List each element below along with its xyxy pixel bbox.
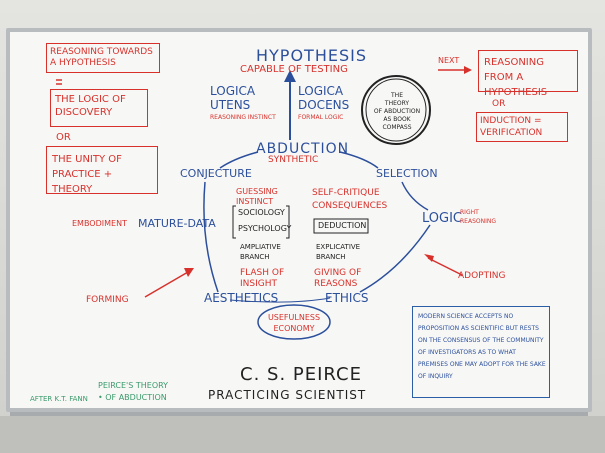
capable-of-testing: CAPABLE OF TESTING xyxy=(240,64,348,75)
synthetic-label: SYNTHETIC xyxy=(268,155,319,165)
circle-note-line3: OF ABDUCTION xyxy=(373,108,421,115)
logic-label: LOGIC xyxy=(422,211,462,226)
logica-utens: LOGICA UTENS xyxy=(210,84,256,112)
circle-note-line2: THEORY xyxy=(384,100,410,107)
next-label: NEXT xyxy=(438,56,460,65)
right-or: OR xyxy=(492,99,506,109)
left-box2-text: THE LOGIC OF DISCOVERY xyxy=(55,94,126,118)
left-box-logic-discovery xyxy=(50,89,148,127)
whiteboard xyxy=(6,28,592,412)
right-box-reasoning-from xyxy=(478,50,578,92)
right-box2-text: INDUCTION = VERIFICATION xyxy=(480,116,543,138)
psychology-label: PSYCHOLOGY xyxy=(238,224,292,233)
right-reasoning: RIGHT REASONING xyxy=(460,209,496,225)
flash-of-insight: FLASH OF INSIGHT xyxy=(240,268,285,289)
left-box-unity xyxy=(46,146,158,194)
hypothesis-title: HYPOTHESIS xyxy=(256,46,367,65)
sociology-label: SOCIOLOGY xyxy=(238,208,285,217)
peirce-name: C. S. PEIRCE xyxy=(240,364,362,385)
blue-box-consensus xyxy=(412,306,550,398)
giving-of-reasons: GIVING OF REASONS xyxy=(314,268,362,289)
self-critique: SELF-CRITIQUE CONSEQUENCES xyxy=(312,188,388,211)
left-box3-text: THE UNITY OF PRACTICE + THEORY xyxy=(52,154,122,195)
right-box1-text: REASONING FROM A HYPOTHESIS xyxy=(484,57,548,98)
after-fann: AFTER K.T. FANN xyxy=(30,395,88,403)
guessing-instinct: GUESSING INSTINCT xyxy=(236,187,278,206)
ethics-label: ETHICS xyxy=(325,291,369,305)
reasoning-instinct: REASONING INSTINCT xyxy=(210,114,276,121)
adopting-label: ADOPTING xyxy=(458,271,506,281)
practicing-scientist: PRACTICING SCIENTIST xyxy=(208,388,367,402)
circle-note-line4: AS BOOK xyxy=(383,116,411,123)
mature-data-label: MATURE-DATA xyxy=(138,217,216,230)
left-box-reasoning-towards xyxy=(46,43,160,73)
peirces-theory: PEIRCE'S THEORY xyxy=(98,381,169,390)
conjecture-label: CONJECTURE xyxy=(180,167,252,180)
formal-logic: FORMAL LOGIC xyxy=(298,114,344,121)
abduction-label: ABDUCTION xyxy=(256,141,350,157)
deduction-label: DEDUCTION xyxy=(318,221,367,230)
left-box1-text: REASONING TOWARDS A HYPOTHESIS xyxy=(50,47,153,68)
left-or: OR xyxy=(56,132,71,143)
blue-box-text: MODERN SCIENCE ACCEPTS NO PROPOSITION AS… xyxy=(418,313,546,380)
of-abduction: • OF ABDUCTION xyxy=(98,393,167,402)
marker-tray xyxy=(10,408,588,416)
embodiment-label: EMBODIMENT xyxy=(72,219,127,228)
explicative-branch: EXPLICATIVE BRANCH xyxy=(316,243,361,261)
right-box-induction xyxy=(476,112,568,142)
floor-area xyxy=(0,416,605,453)
selection-label: SELECTION xyxy=(376,167,438,180)
ampliative-branch: AMPLIATIVE BRANCH xyxy=(240,243,281,261)
forming-label: FORMING xyxy=(86,295,129,305)
logica-docens: LOGICA DOCENS xyxy=(298,84,350,112)
circle-note-line1: THE xyxy=(391,92,403,99)
aesthetics-label: AESTHETICS xyxy=(204,291,279,305)
usefulness-economy: USEFULNESS ECONOMY xyxy=(267,313,321,333)
circle-note-line5: COMPASS xyxy=(382,124,412,131)
